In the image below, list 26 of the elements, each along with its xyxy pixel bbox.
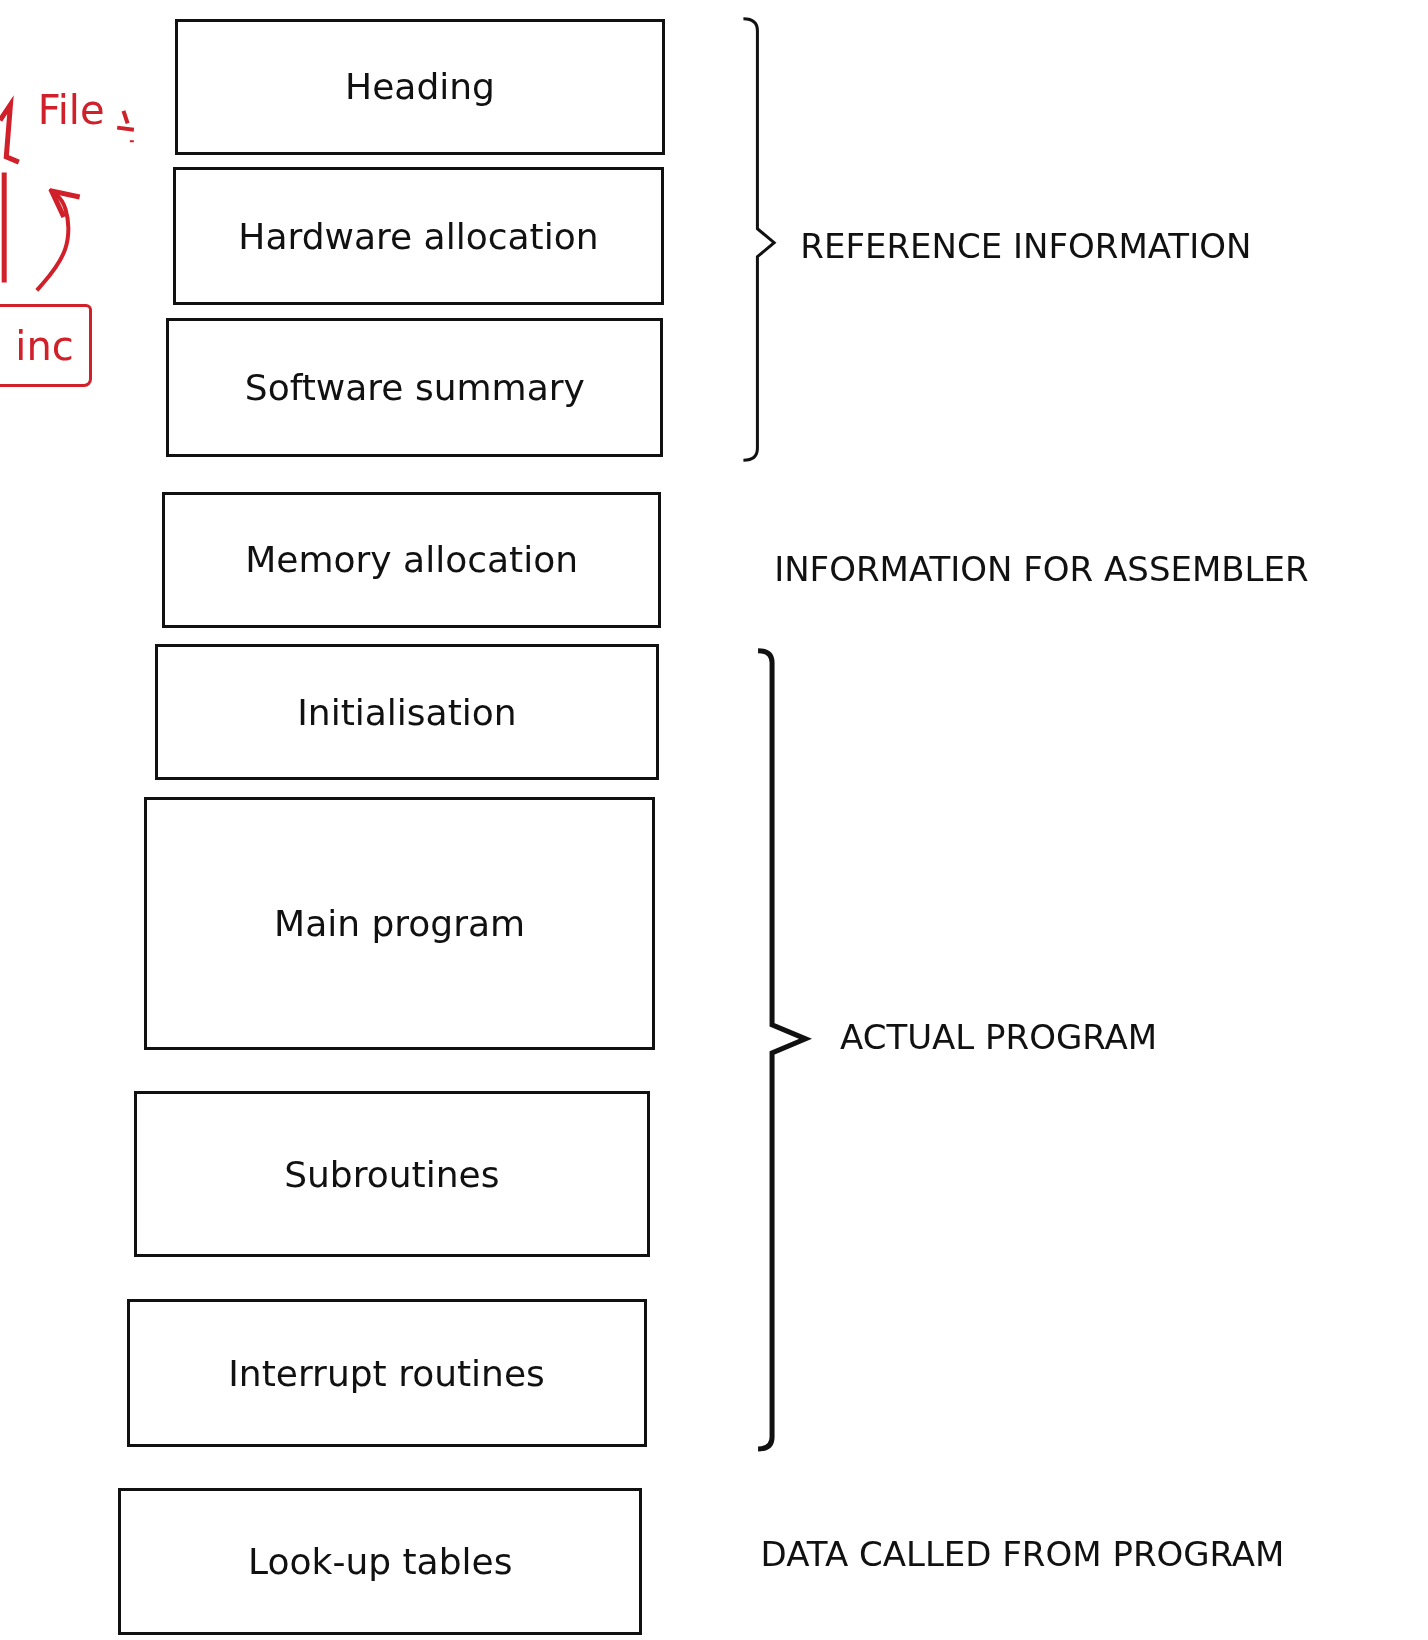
program-section-box: [144, 797, 655, 1051]
section-label: Interrupt routines: [228, 1352, 545, 1394]
section-label: Hardware allocation: [238, 215, 599, 257]
program-section-box: [172, 167, 665, 306]
section-label: Memory allocation: [245, 539, 578, 581]
program-section-box: [118, 1487, 643, 1636]
handwritten-box: [0, 304, 93, 388]
program-section-box: [162, 491, 662, 628]
section-description: DATA CALLED FROM PROGRAM: [760, 1533, 1285, 1574]
section-label: Subroutines: [284, 1153, 500, 1195]
program-section-box: [126, 1299, 647, 1447]
section-description: REFERENCE INFORMATION: [800, 225, 1252, 266]
section-description: INFORMATION FOR ASSEMBLER: [774, 549, 1309, 590]
program-section-box: [133, 1091, 650, 1258]
section-label: Look-up tables: [248, 1540, 513, 1582]
program-section-box: [174, 18, 666, 155]
section-label: Software summary: [244, 367, 585, 409]
program-section-box: [166, 318, 664, 458]
program-section-box: [154, 644, 660, 781]
section-label: Main program: [274, 903, 526, 945]
handwritten-text: inc: [15, 322, 74, 369]
section-label: Initialisation: [297, 691, 517, 733]
section-label: Heading: [345, 66, 495, 108]
curved-arrow: [35, 188, 83, 292]
section-description: ACTUAL PROGRAM: [840, 1016, 1158, 1057]
handwritten-text: File: [37, 86, 105, 133]
